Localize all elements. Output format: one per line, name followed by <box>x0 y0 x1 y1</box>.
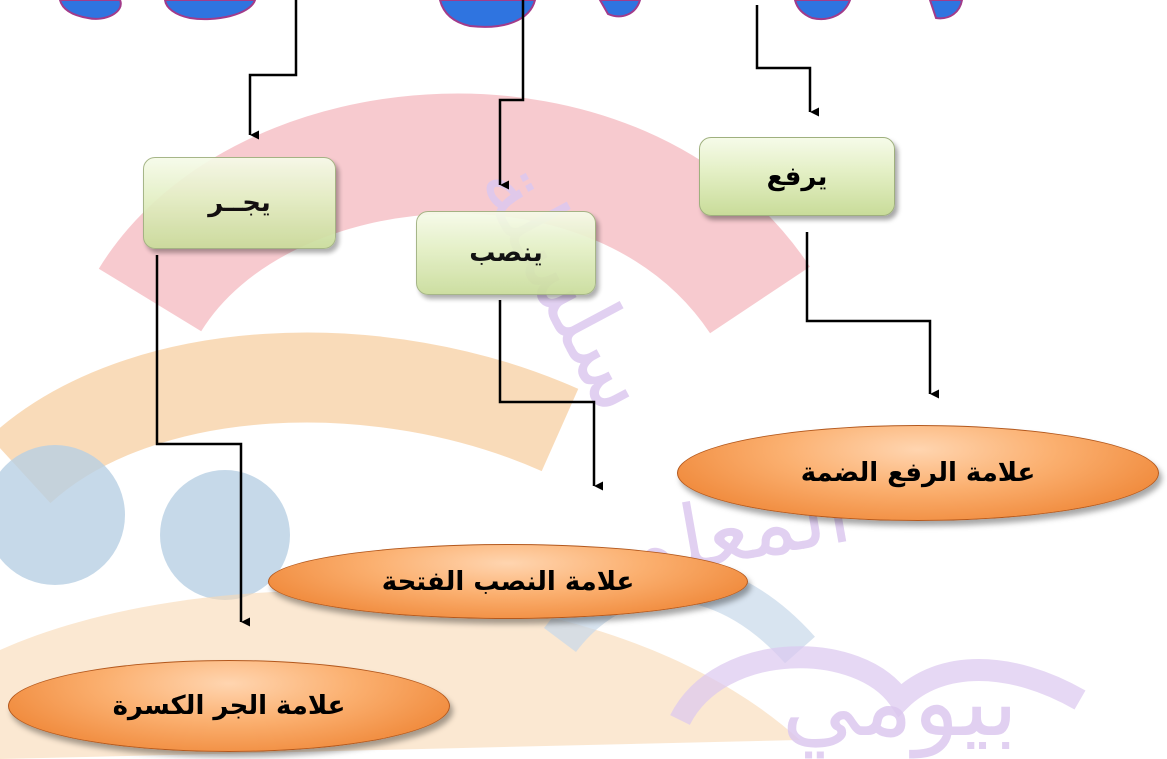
oval-damma: علامة الرفع الضمة <box>677 425 1159 521</box>
box-yansib-label: ينصب <box>469 238 543 268</box>
box-yarfa: يرفع <box>699 137 895 216</box>
box-yansib: ينصب <box>416 211 596 295</box>
orange-arc <box>0 332 579 504</box>
box-yajurr-label: يجــر <box>208 188 271 218</box>
oval-fatha-label: علامة النصب الفتحة <box>381 566 635 597</box>
arrow-yansib-to-fatha <box>498 300 603 491</box>
box-yarfa-label: يرفع <box>766 161 828 192</box>
arrow-yarfa-to-damma <box>805 232 939 399</box>
oval-kasra: علامة الجر الكسرة <box>8 660 450 752</box>
arrow-title-to-yajurr <box>248 0 298 140</box>
oval-kasra-label: علامة الجر الكسرة <box>112 691 346 721</box>
arrow-title-to-yansib <box>498 0 525 190</box>
blue-circle-right <box>160 470 290 600</box>
blue-circle-left <box>0 445 125 585</box>
oval-damma-label: علامة الرفع الضمة <box>800 458 1036 488</box>
oval-fatha: علامة النصب الفتحة <box>268 544 748 619</box>
watermark-line3: بيومي <box>782 646 1019 759</box>
arrow-yajurr-to-kasra <box>155 255 250 627</box>
purple-watermark-swoosh <box>670 646 1086 726</box>
title-fragments <box>58 0 964 28</box>
box-yajurr: يجــر <box>143 157 336 249</box>
arrow-title-to-yarfa <box>755 5 819 117</box>
